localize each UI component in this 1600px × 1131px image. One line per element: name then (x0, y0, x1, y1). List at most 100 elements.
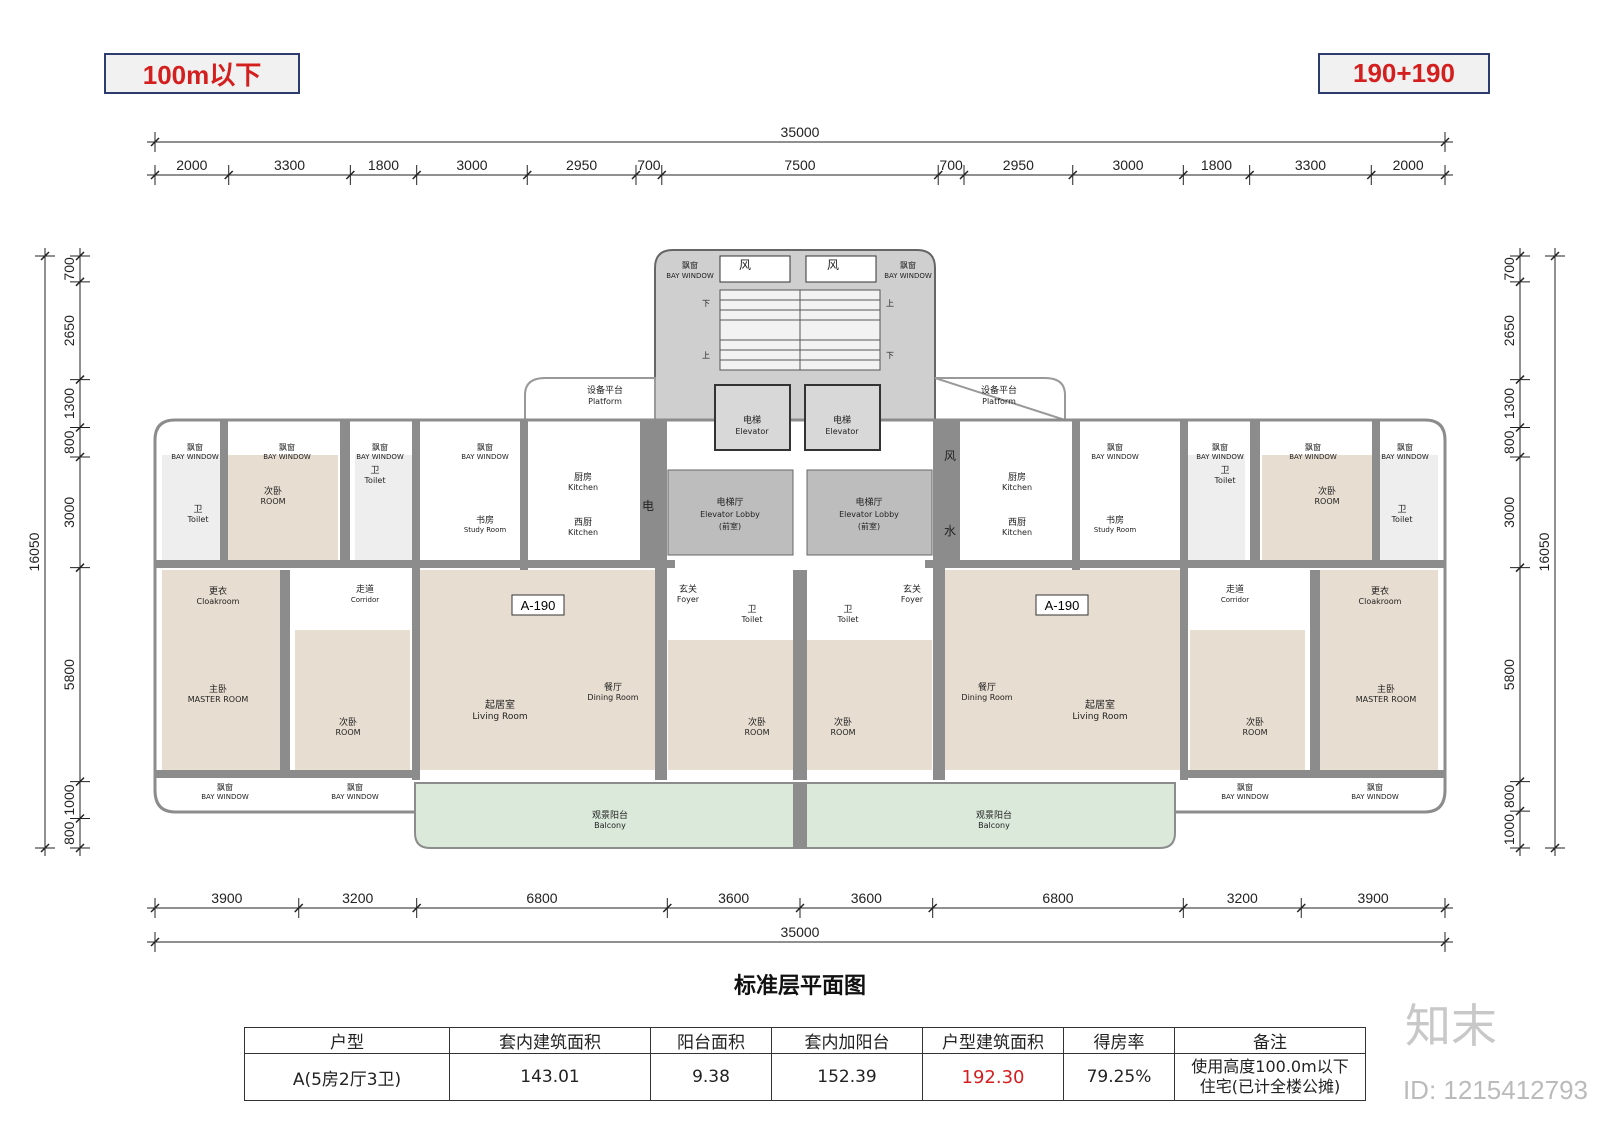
elevator-cn-right: 电梯 (833, 414, 851, 426)
balcony-cn-left: 观景阳台 (592, 809, 628, 821)
elevator-cn-left: 电梯 (743, 414, 761, 426)
bottom-dim-6: 3200 (1227, 890, 1258, 906)
right-dim-7: 1000 (1501, 814, 1517, 845)
elevator-left (714, 384, 791, 451)
corridor-en-right: Corridor (1221, 596, 1249, 604)
bottom-dim-total: 35000 (781, 924, 820, 940)
cell-interior-area: 143.01 (449, 1053, 651, 1101)
th-interior-area: 套内建筑面积 (449, 1027, 651, 1054)
toilet-en-4: Toilet (1391, 515, 1413, 524)
room-cn-6: 次卧 (834, 716, 852, 728)
elevator-en-right: Elevator (825, 427, 859, 436)
left-dim-2: 1300 (61, 388, 77, 419)
study-cn-right: 书房 (1106, 514, 1124, 526)
top-dim-1: 3300 (274, 157, 305, 173)
study-left-fill (420, 455, 520, 560)
right-dim-5: 5800 (1501, 659, 1517, 690)
bay-window-cn-3: 飘窗 (372, 442, 388, 452)
room-en-2: ROOM (1314, 497, 1339, 506)
right-dim-0: 700 (1501, 257, 1517, 281)
living-cn-right: 起居室 (1085, 698, 1115, 711)
right-dim-1: 2650 (1501, 315, 1517, 346)
corridor-cn-left: 走道 (356, 583, 374, 595)
cloak-cn-right: 更衣 (1371, 585, 1389, 597)
lobby-en-left: Elevator Lobby (700, 510, 760, 519)
unit-label-right: A-190 (1045, 598, 1080, 613)
platform-left (524, 377, 656, 421)
area-table: 户型 套内建筑面积 阳台面积 套内加阳台 户型建筑面积 得房率 备注 A(5房2… (244, 1027, 1366, 1101)
toilet-cn-4: 卫 (1397, 505, 1406, 515)
platform-cn-right: 设备平台 (981, 384, 1017, 396)
bay-window-cn-1: 飘窗 (187, 442, 203, 452)
living-en-right: Living Room (1072, 712, 1127, 722)
bottom-dim-0: 3900 (211, 890, 242, 906)
bay-window-cn-2: 飘窗 (279, 442, 295, 452)
bottom-dim-7: 3900 (1358, 890, 1389, 906)
kitchen-en-right: Kitchen (1002, 483, 1032, 492)
top-dim-0: 2000 (176, 157, 207, 173)
room-en-4: ROOM (1242, 728, 1267, 737)
toilet-left-2-fill (355, 455, 413, 560)
cloak-en-right: Cloakroom (1359, 597, 1402, 606)
left-dim-7: 800 (61, 821, 77, 845)
toilet-cn-3: 卫 (1220, 466, 1229, 476)
bay-window-en-8: BAY WINDOW (331, 793, 379, 801)
stair-up-label-1: 上 (886, 299, 894, 308)
room-en-3: ROOM (335, 728, 360, 737)
room-right-fill (1190, 630, 1305, 770)
room-cn-2: 次卧 (1318, 485, 1336, 497)
cell-type: A(5房2厅3卫) (244, 1053, 450, 1101)
room-cn-1: 次卧 (264, 485, 282, 497)
dining-cn-left: 餐厅 (604, 681, 622, 693)
cell-balcony-area: 9.38 (650, 1053, 772, 1101)
th-unit-gross-area: 户型建筑面积 (922, 1027, 1064, 1054)
cloak-cn-left: 更衣 (209, 585, 227, 597)
bay-window-cn-core-right: 飘窗 (900, 260, 916, 270)
stair-down-label-1: 下 (702, 299, 710, 308)
left-dim-6: 1000 (61, 784, 77, 815)
lobby-sub-right: (前室) (858, 521, 880, 531)
study-cn-left: 书房 (476, 514, 494, 526)
room-labels: 风 风 风 水 电 下 上 上 下 飘窗 BAY WINDOW 飘窗 BAY W… (171, 258, 1429, 830)
stair (719, 289, 881, 371)
fan-label-3: 风 (944, 449, 956, 463)
foyer-en-right: Foyer (901, 595, 924, 604)
master-en-left: MASTER ROOM (188, 695, 249, 704)
lobby-sub-left: (前室) (719, 521, 741, 531)
left-dim-1: 2650 (61, 315, 77, 346)
right-dim-4: 3000 (1501, 497, 1517, 528)
toilet-cn-1: 卫 (193, 505, 202, 515)
west-kitchen-en-right: Kitchen (1002, 528, 1032, 537)
platform-right (934, 377, 1066, 422)
bay-window-cn-study-left: 飘窗 (477, 442, 493, 452)
bottom-dim-3: 3600 (718, 890, 749, 906)
toilet-right-2-fill (1187, 455, 1245, 560)
platform-en-right: Platform (982, 397, 1016, 406)
stair-up-label-2: 上 (702, 351, 710, 360)
right-dim-2: 1300 (1501, 388, 1517, 419)
watermark-id: ID: 1215412793 (1402, 1075, 1588, 1105)
fan-label-1: 风 (739, 258, 751, 272)
bay-window-en-3: BAY WINDOW (356, 453, 404, 461)
room-en-1: ROOM (260, 497, 285, 506)
right-dim-total: 16050 (1536, 532, 1552, 571)
cell-interior-plus-balcony: 152.39 (771, 1053, 923, 1101)
room-left-mid-fill (668, 640, 793, 770)
unit-label-left: A-190 (521, 598, 556, 613)
toilet-en-2: Toilet (364, 476, 386, 485)
study-en-left: Study Room (464, 526, 507, 534)
left-dim-3: 800 (61, 430, 77, 454)
toilet-right-fill (1378, 455, 1438, 560)
kitchen-en-left: Kitchen (568, 483, 598, 492)
top-dim-12: 2000 (1393, 157, 1424, 173)
balcony-divider (793, 783, 807, 848)
table-header-row: 户型 套内建筑面积 阳台面积 套内加阳台 户型建筑面积 得房率 备注 (244, 1027, 1366, 1054)
study-en-right: Study Room (1094, 526, 1137, 534)
walls (155, 420, 1445, 780)
note-line-2: 住宅(已计全楼公摊) (1199, 1077, 1341, 1096)
plan-caption: 标准层平面图 (733, 974, 866, 999)
top-dim-5: 700 (637, 157, 661, 173)
